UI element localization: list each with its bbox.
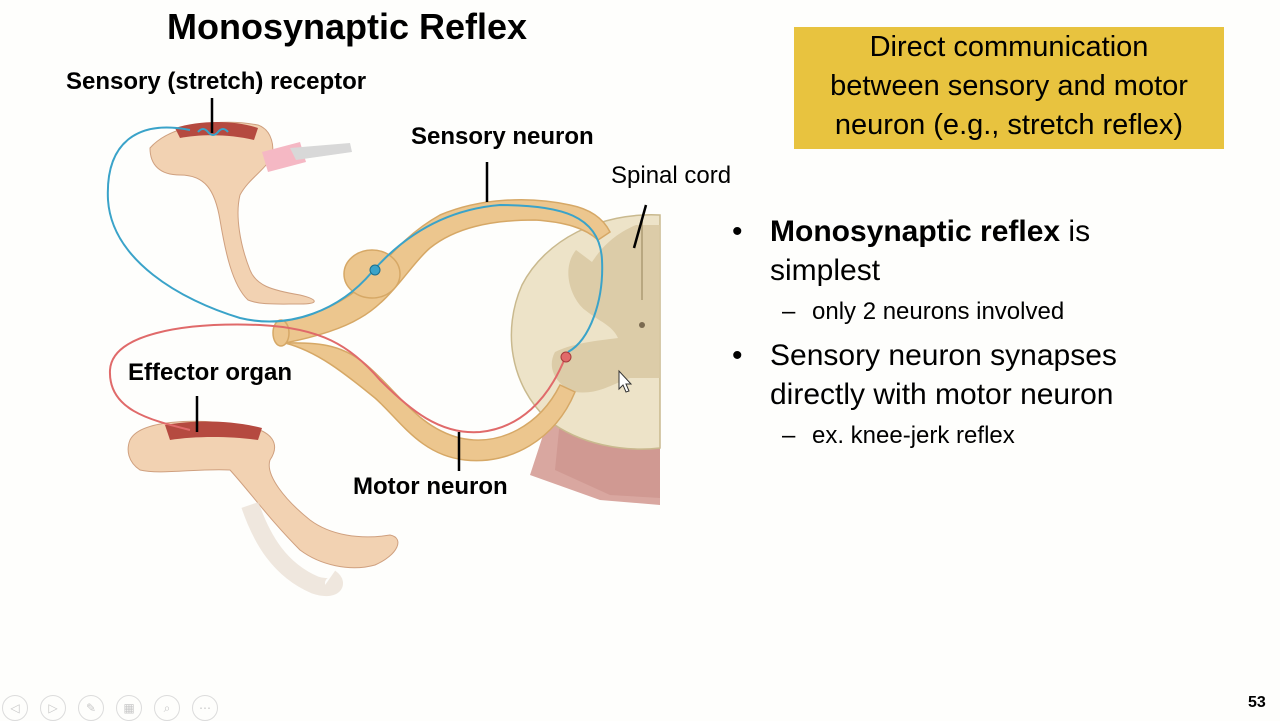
bullet-marker: •	[732, 215, 743, 248]
more-icon: ⋯	[199, 701, 211, 715]
page-number: 53	[1248, 694, 1266, 711]
previous-slide-button[interactable]: ◁	[2, 695, 28, 721]
bullet-bold-text: Monosynaptic reflex	[770, 215, 1061, 248]
bullet-text: simplest	[770, 254, 881, 287]
callout-line: neuron (e.g., stretch reflex)	[834, 109, 1184, 141]
callout-box: Direct communication between sensory and…	[794, 27, 1224, 149]
label-sensory-neuron: Sensory neuron	[411, 123, 594, 150]
next-slide-button[interactable]: ▷	[40, 695, 66, 721]
bullet-item: • Sensory neuron synapses directly with …	[732, 336, 1252, 414]
zoom-icon: ⌕	[163, 701, 171, 715]
label-effector-organ: Effector organ	[128, 359, 293, 386]
bullet-marker: •	[732, 339, 743, 372]
callout-line: Direct communication	[869, 31, 1149, 63]
sub-bullet-text: only 2 neurons involved	[812, 298, 1065, 325]
mouse-cursor-icon	[618, 369, 633, 393]
pen-tool-button[interactable]: ✎	[78, 695, 104, 721]
label-spinal-cord: Spinal cord	[611, 162, 732, 189]
bullet-item: • Monosynaptic reflex is simplest	[732, 212, 1252, 290]
label-motor-neuron: Motor neuron	[353, 473, 508, 500]
callout-line: between sensory and motor	[830, 70, 1188, 102]
sub-bullet-marker: –	[782, 422, 796, 449]
slide-title: Monosynaptic Reflex	[167, 6, 528, 47]
zoom-button[interactable]: ⌕	[154, 695, 180, 721]
sub-bullet-item: – only 2 neurons involved	[732, 294, 1252, 330]
sensory-neuron-path	[106, 126, 604, 353]
spinal-cord-illustration	[510, 214, 661, 505]
motor-neuron-path	[108, 323, 566, 434]
bullet-list: • Monosynaptic reflex is simplest – only…	[732, 212, 1252, 460]
bullet-text: is	[1060, 215, 1091, 248]
bullet-text: directly with motor neuron	[770, 378, 1114, 411]
sub-bullet-text: ex. knee-jerk reflex	[812, 422, 1015, 449]
pen-icon: ✎	[85, 701, 97, 715]
sub-bullet-item: – ex. knee-jerk reflex	[732, 418, 1252, 454]
lower-leg-illustration	[127, 420, 399, 596]
previous-icon: ◁	[10, 701, 20, 715]
bullet-text: Sensory neuron synapses	[770, 339, 1117, 372]
sub-bullet-marker: –	[782, 298, 796, 325]
next-icon: ▷	[48, 701, 58, 715]
label-receptor: Sensory (stretch) receptor	[66, 68, 367, 95]
more-options-button[interactable]: ⋯	[192, 695, 218, 721]
see-all-slides-button[interactable]: ▦	[116, 695, 142, 721]
upper-leg-illustration	[149, 121, 352, 305]
slides-icon: ▦	[123, 701, 135, 715]
